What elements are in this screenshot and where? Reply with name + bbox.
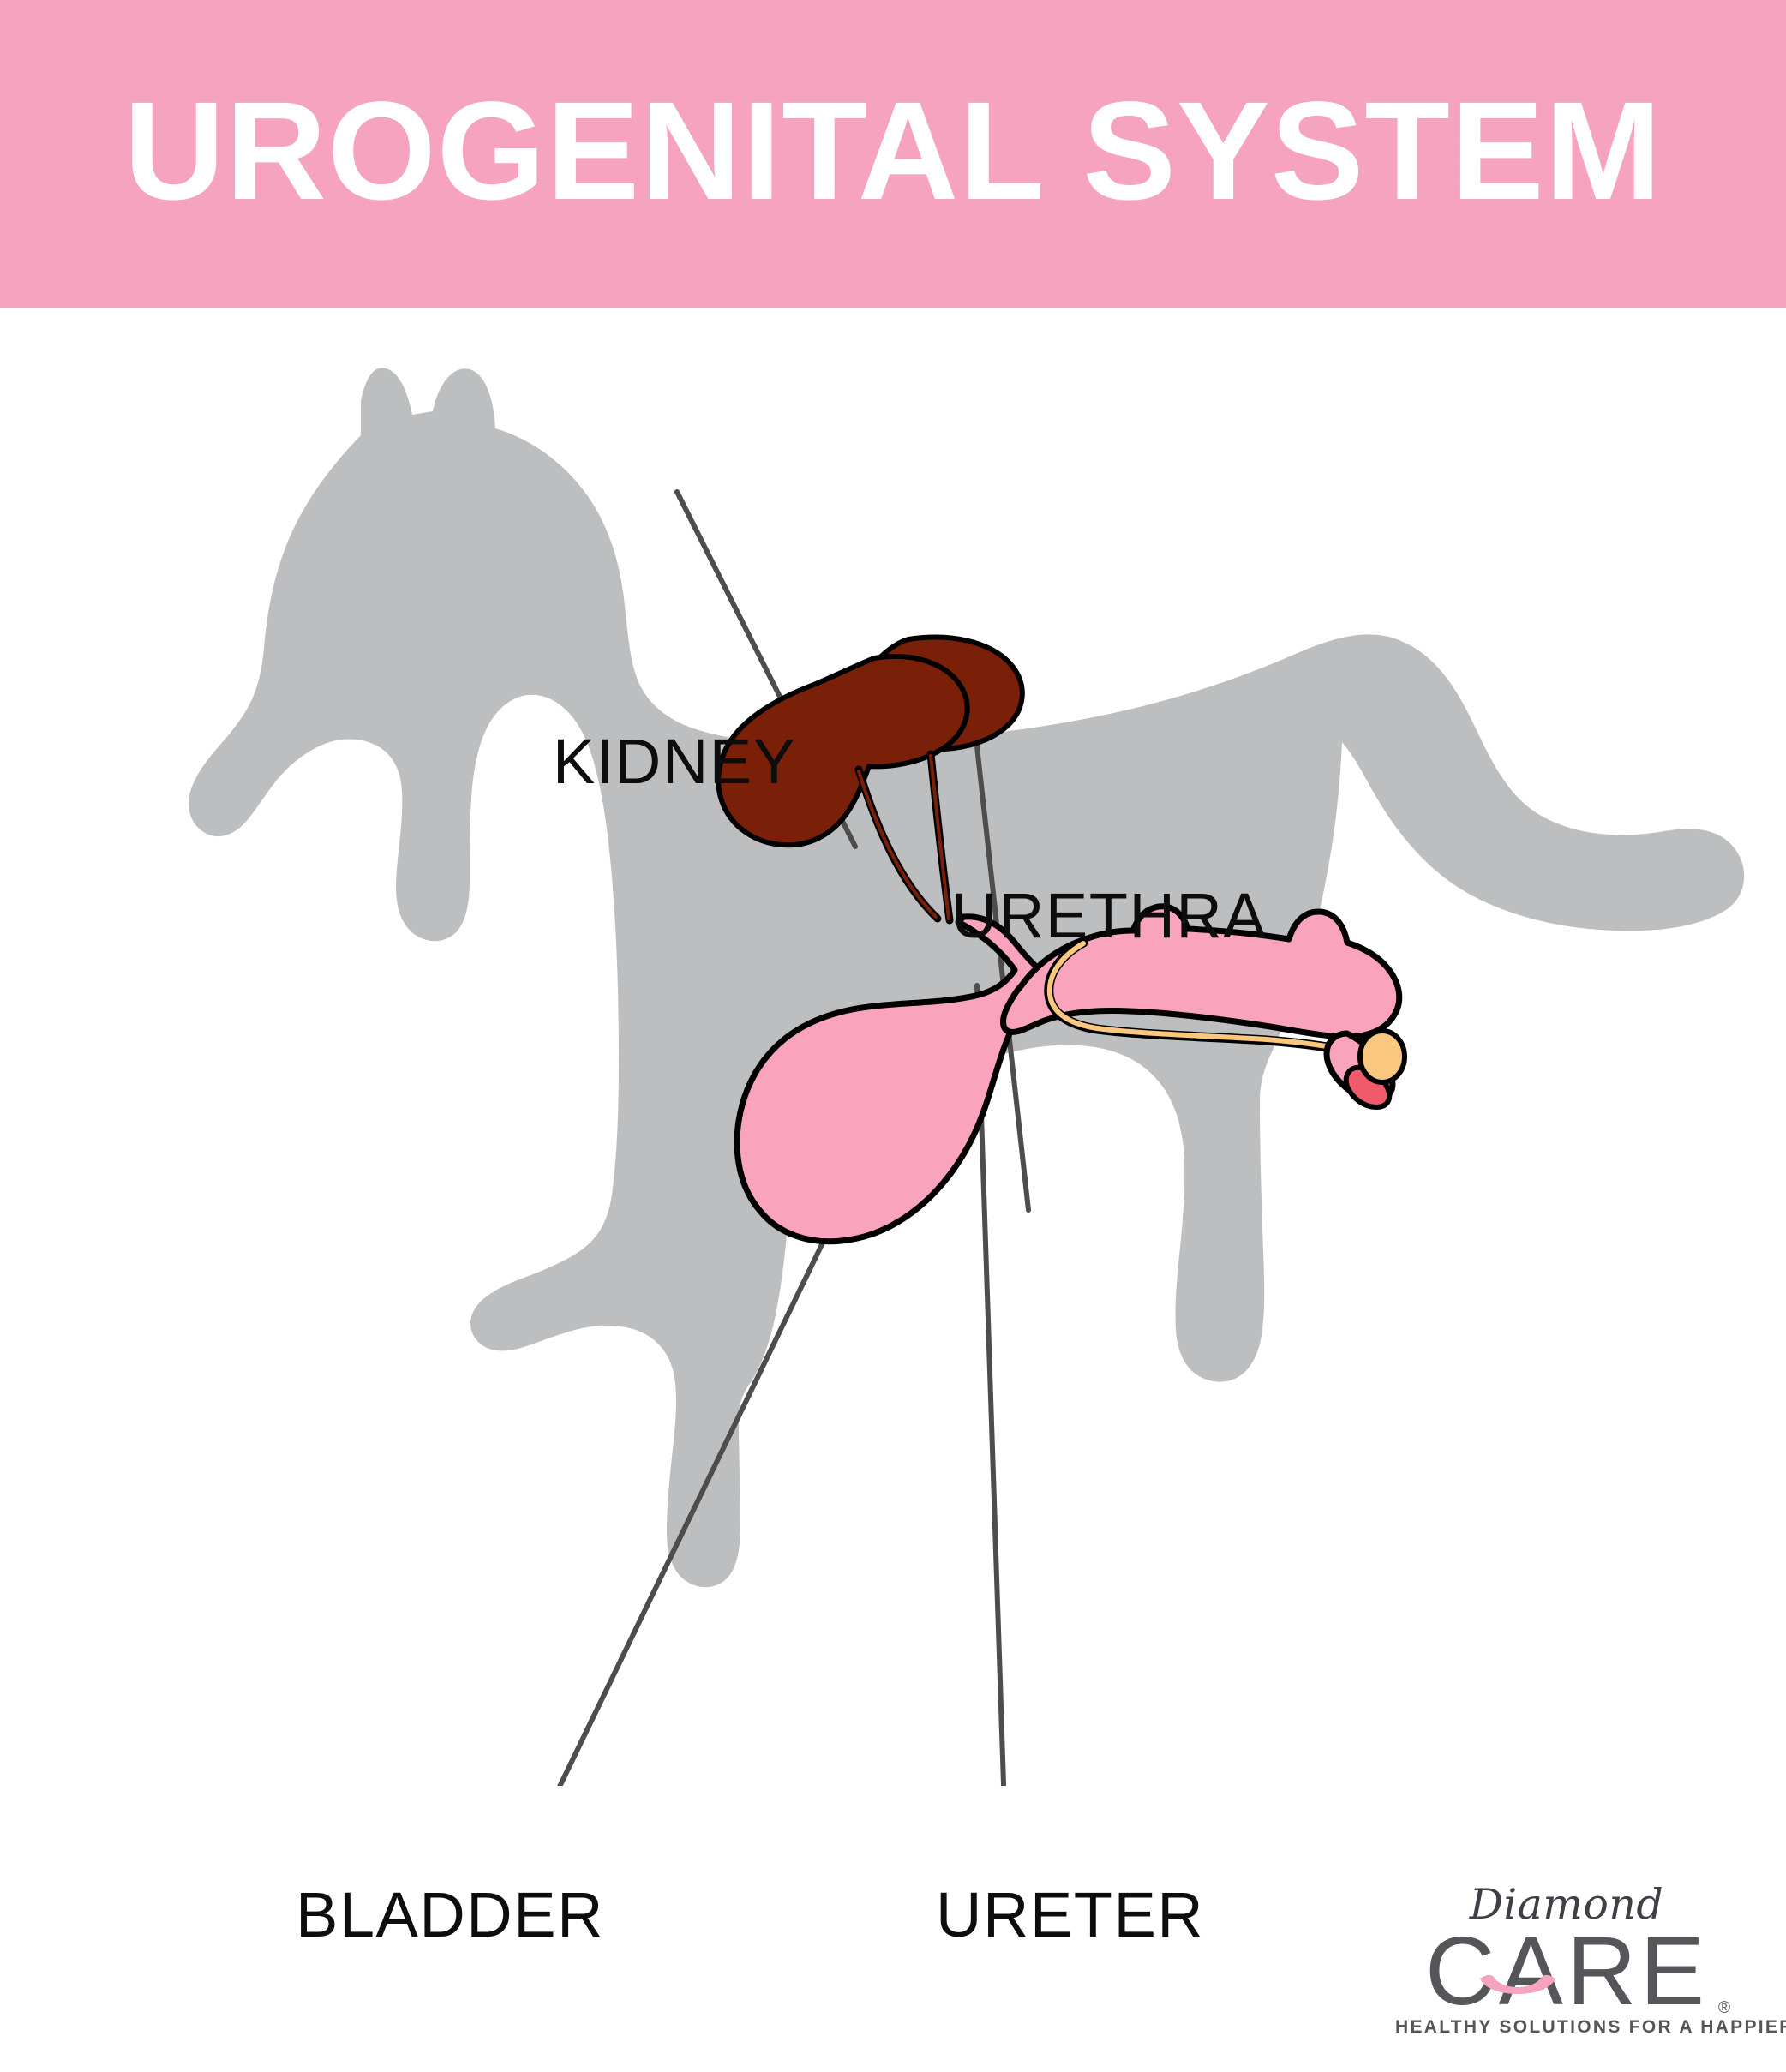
- testis-organ: [1357, 1028, 1407, 1085]
- cat-urogenital-diagram: [189, 368, 1745, 1786]
- registered-mark: ®: [1718, 1999, 1730, 2017]
- logo-care-wrap: CARE ®: [1395, 1923, 1738, 2020]
- ureter-tube-right-fill: [929, 754, 950, 920]
- logo-script-word: Diamond: [1469, 1880, 1664, 1929]
- smile-swoosh-icon: [1480, 1974, 1555, 1994]
- ureter-tube-left-fill: [857, 770, 938, 919]
- kidneys-group: [716, 634, 1025, 925]
- logo-tagline: HEALTHY SOLUTIONS FOR A HAPPIER PET: [1395, 2017, 1786, 2037]
- kidney-left-organ: [716, 653, 970, 848]
- cat-silhouette-group: [189, 368, 1745, 1588]
- anatomy-illustration: KIDNEY URETHRA BLADDER URETER Diamond CA…: [0, 308, 1786, 2036]
- label-ureter: URETER: [936, 1879, 1205, 1950]
- vas-deferens-tube-fill: [1046, 941, 1368, 1057]
- label-bladder: BLADDER: [296, 1879, 605, 1950]
- leader-line-ureter: [974, 983, 1007, 1786]
- bladder-urethra-group: [734, 903, 1407, 1245]
- leader-line-bladder: [557, 1182, 854, 1786]
- label-kidney: KIDNEY: [553, 726, 797, 797]
- header-banner: UROGENITAL SYSTEM: [0, 0, 1786, 308]
- cat-body-silhouette: [189, 368, 1745, 1588]
- brand-logo: Diamond CARE ® HEALTHY SOLUTIONS FOR A H…: [1395, 1880, 1786, 2072]
- urethra-tract: [1000, 903, 1403, 1040]
- logo-main-word: CARE: [1425, 1917, 1708, 2025]
- label-urethra: URETHRA: [951, 880, 1268, 951]
- page-title: UROGENITAL SYSTEM: [123, 71, 1663, 229]
